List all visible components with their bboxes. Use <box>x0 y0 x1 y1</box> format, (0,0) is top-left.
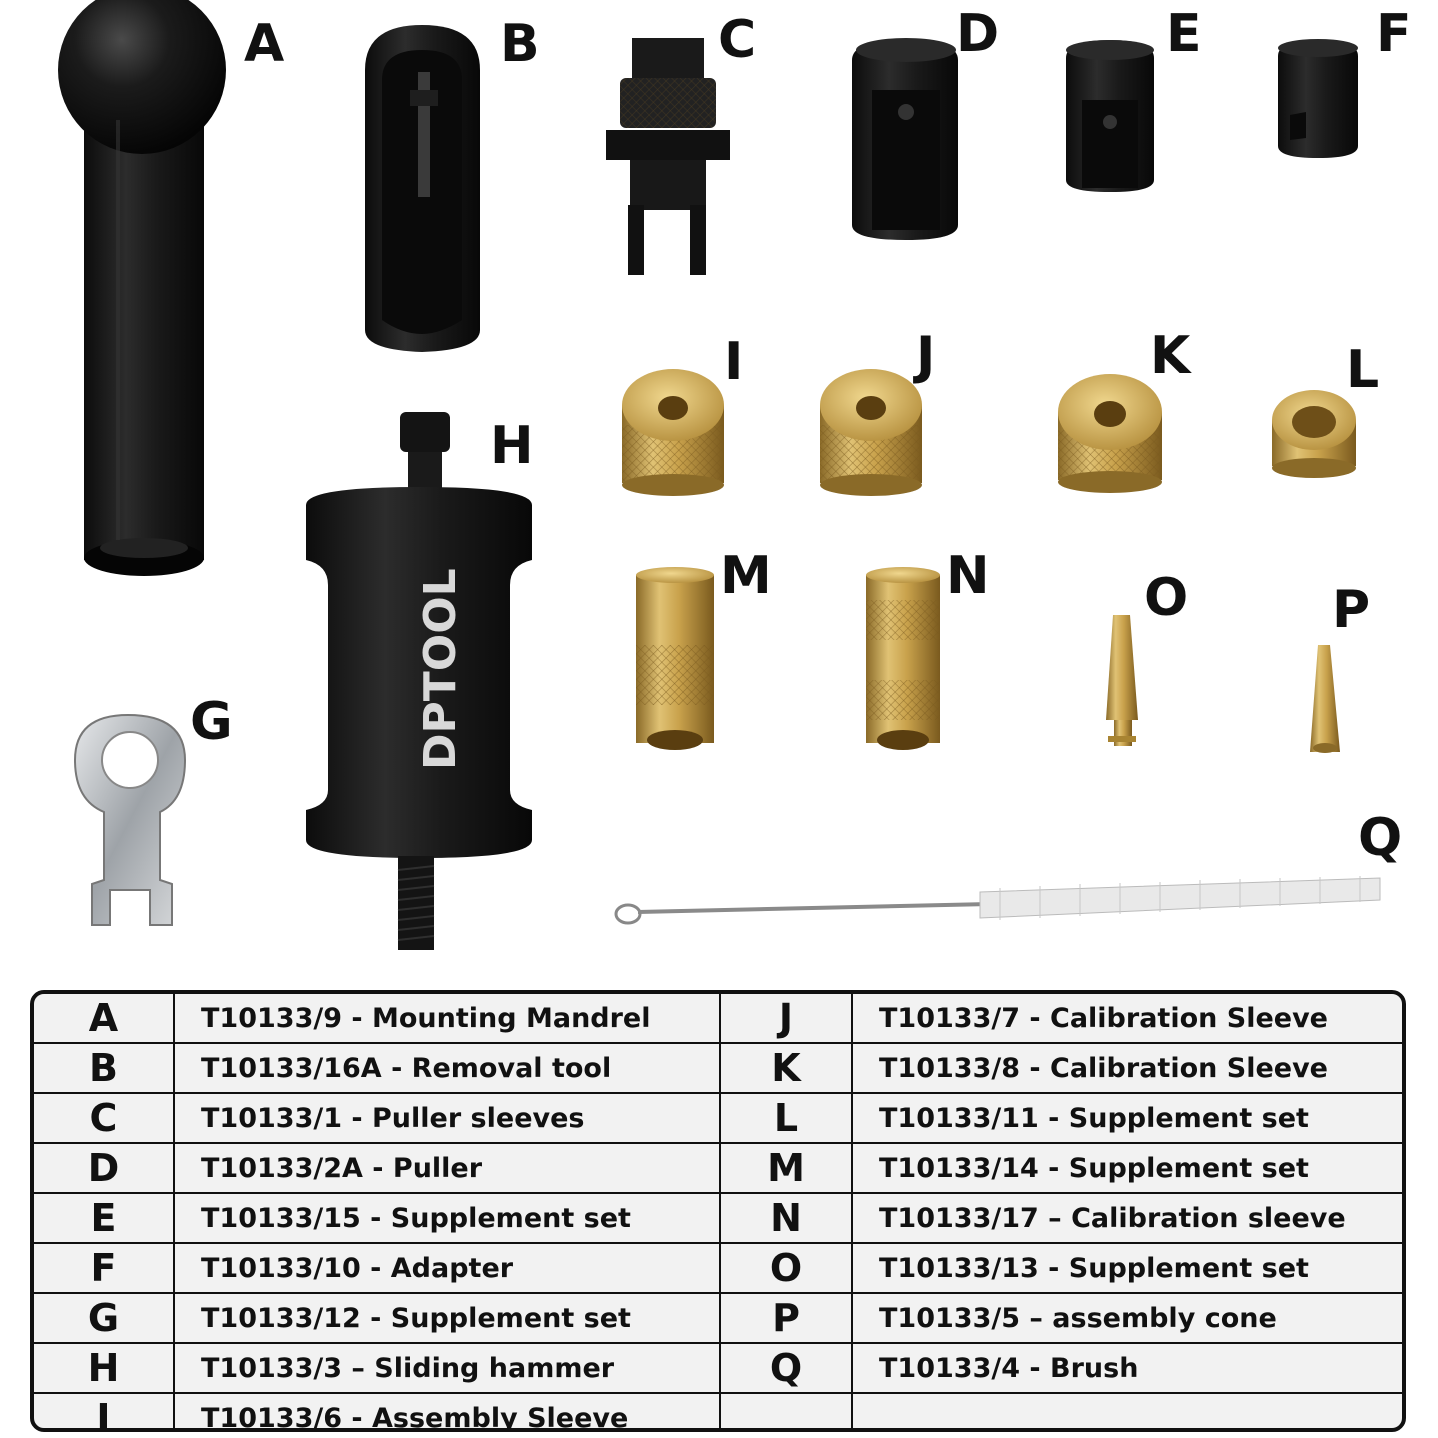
callout-e: E <box>1166 4 1202 64</box>
brand-logo-text: DPTOOL <box>415 568 466 770</box>
part-e-supplement-set <box>1066 40 1154 192</box>
callout-q: Q <box>1358 808 1403 868</box>
part-desc-cell: T10133/16A - Removal tool <box>173 1042 721 1094</box>
part-code-cell: F <box>34 1242 175 1294</box>
callout-d: D <box>956 4 1000 64</box>
table-row: H T10133/3 – Sliding hammer Q T10133/4 -… <box>34 1342 1402 1394</box>
part-m-supplement-set <box>636 567 714 750</box>
callout-f: F <box>1376 4 1412 64</box>
part-desc-cell: T10133/1 - Puller sleeves <box>173 1092 721 1144</box>
part-desc-cell: T10133/7 - Calibration Sleeve <box>851 994 1402 1044</box>
callout-l: L <box>1346 340 1380 400</box>
part-desc-cell: T10133/12 - Supplement set <box>173 1292 721 1344</box>
part-p-assembly-cone <box>1310 645 1340 753</box>
part-code-cell: B <box>34 1042 175 1094</box>
part-desc-cell: T10133/17 – Calibration sleeve <box>851 1192 1402 1244</box>
part-code-cell: K <box>719 1042 853 1094</box>
part-j-calibration-sleeve <box>820 369 922 496</box>
part-c-puller-sleeves <box>606 38 730 275</box>
part-desc-cell: T10133/6 - Assembly Sleeve <box>173 1392 721 1428</box>
part-code-cell: J <box>719 994 853 1044</box>
part-b-removal-tool <box>365 25 480 352</box>
part-code-cell: D <box>34 1142 175 1194</box>
callout-o: O <box>1144 568 1189 628</box>
part-i-assembly-sleeve <box>622 369 724 496</box>
part-desc-cell: T10133/14 - Supplement set <box>851 1142 1402 1194</box>
part-code-cell <box>719 1392 853 1428</box>
callout-b: B <box>500 14 540 74</box>
part-desc-cell: T10133/13 - Supplement set <box>851 1242 1402 1294</box>
part-desc-cell: T10133/2A - Puller <box>173 1142 721 1194</box>
part-k-calibration-sleeve <box>1058 374 1162 493</box>
table-row: B T10133/16A - Removal tool K T10133/8 -… <box>34 1042 1402 1094</box>
part-desc-cell: T10133/4 - Brush <box>851 1342 1402 1394</box>
callout-k: K <box>1150 326 1191 386</box>
callout-a: A <box>244 14 285 74</box>
callout-n: N <box>946 546 990 606</box>
table-row: C T10133/1 - Puller sleeves L T10133/11 … <box>34 1092 1402 1144</box>
part-g-supplement-set <box>73 713 187 926</box>
part-d-puller <box>852 38 958 240</box>
part-desc-cell: T10133/15 - Supplement set <box>173 1192 721 1244</box>
callout-c: C <box>718 10 757 70</box>
table-row: I T10133/6 - Assembly Sleeve <box>34 1392 1402 1428</box>
part-code-cell: M <box>719 1142 853 1194</box>
part-h-sliding-hammer: DPTOOL <box>306 412 532 950</box>
part-f-adapter <box>1278 39 1358 158</box>
part-code-cell: N <box>719 1192 853 1244</box>
table-row: A T10133/9 - Mounting Mandrel J T10133/7… <box>34 994 1402 1044</box>
part-code-cell: H <box>34 1342 175 1394</box>
part-code-cell: C <box>34 1092 175 1144</box>
callout-i: I <box>724 332 744 392</box>
part-q-brush <box>614 876 1381 925</box>
parts-table-grid: A T10133/9 - Mounting Mandrel J T10133/7… <box>34 994 1402 1428</box>
part-desc-cell <box>851 1392 1402 1428</box>
callout-g: G <box>190 692 233 752</box>
part-desc-cell: T10133/3 – Sliding hammer <box>173 1342 721 1394</box>
part-a-mounting-mandrel <box>58 0 226 576</box>
table-row: D T10133/2A - Puller M T10133/14 - Suppl… <box>34 1142 1402 1194</box>
parts-illustration: DPTOOL <box>58 0 1381 950</box>
part-desc-cell: T10133/10 - Adapter <box>173 1242 721 1294</box>
part-code-cell: P <box>719 1292 853 1344</box>
part-code-cell: G <box>34 1292 175 1344</box>
part-code-cell: A <box>34 994 175 1044</box>
part-l-supplement-set <box>1272 390 1356 478</box>
parts-table: A T10133/9 - Mounting Mandrel J T10133/7… <box>30 990 1406 1432</box>
part-code-cell: I <box>34 1392 175 1428</box>
part-o-supplement-set <box>1106 615 1138 746</box>
table-row: E T10133/15 - Supplement set N T10133/17… <box>34 1192 1402 1244</box>
part-code-cell: Q <box>719 1342 853 1394</box>
part-code-cell: L <box>719 1092 853 1144</box>
part-n-calibration-sleeve <box>866 567 940 750</box>
callout-h: H <box>490 416 534 476</box>
part-desc-cell: T10133/5 – assembly cone <box>851 1292 1402 1344</box>
part-desc-cell: T10133/11 - Supplement set <box>851 1092 1402 1144</box>
table-row: F T10133/10 - Adapter O T10133/13 - Supp… <box>34 1242 1402 1294</box>
callout-p: P <box>1332 580 1371 640</box>
callout-m: M <box>720 546 772 606</box>
callout-j: J <box>916 326 936 386</box>
part-desc-cell: T10133/9 - Mounting Mandrel <box>173 994 721 1044</box>
table-row: G T10133/12 - Supplement set P T10133/5 … <box>34 1292 1402 1344</box>
part-code-cell: E <box>34 1192 175 1244</box>
part-desc-cell: T10133/8 - Calibration Sleeve <box>851 1042 1402 1094</box>
part-code-cell: O <box>719 1242 853 1294</box>
